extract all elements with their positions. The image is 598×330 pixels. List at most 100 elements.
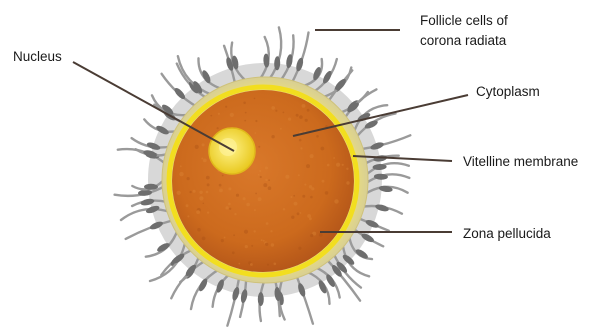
cytoplasm-granule [288, 118, 291, 121]
cytoplasm-granule [302, 104, 306, 108]
cytoplasm-granule [244, 230, 248, 234]
cytoplasm-granule [346, 181, 349, 184]
cytoplasm-granule [259, 170, 261, 172]
cytoplasm-granule [319, 233, 323, 237]
cytoplasm-granule [234, 213, 236, 215]
cytoplasm-granule [232, 251, 235, 254]
cytoplasm-granule [265, 167, 268, 170]
vitelline-membrane-label: Vitelline membrane [463, 154, 578, 169]
cytoplasm-granule [255, 132, 257, 134]
cytoplasm-granule [265, 179, 267, 181]
cytoplasm-granule [243, 197, 246, 200]
follicle-cells-label-line2: corona radiata [420, 33, 507, 48]
cytoplasm-granule [300, 212, 302, 214]
cytoplasm-granule [333, 157, 335, 159]
cytoplasm-granule [187, 215, 189, 217]
cytoplasm-granule [263, 183, 267, 187]
cytoplasm-granule [293, 195, 295, 197]
cytoplasm-granule [307, 214, 311, 218]
cytoplasm-granule [271, 106, 275, 110]
cytoplasm-granule [226, 206, 229, 209]
cytoplasm-granule [206, 176, 210, 180]
cytoplasm-granule [217, 127, 219, 129]
cytoplasm-granule [239, 263, 241, 265]
cytoplasm-granule [254, 98, 256, 100]
cytoplasm-granule [302, 195, 305, 198]
cytoplasm-granule [245, 112, 247, 114]
cytoplasm-granule [299, 139, 302, 142]
cytoplasm-granule [261, 239, 263, 241]
cytoplasm-granule [270, 230, 272, 232]
cytoplasm-granule [224, 237, 226, 239]
cytoplasm-granule [199, 191, 202, 194]
cytoplasm-granule [207, 183, 210, 186]
cytoplasm-granule [271, 135, 274, 138]
cytoplasm-label: Cytoplasm [476, 84, 540, 99]
cytoplasm-granule [283, 112, 285, 114]
cytoplasm-granule [186, 204, 189, 207]
cytoplasm-granule [291, 216, 294, 219]
cytoplasm-granule [228, 187, 231, 190]
cytoplasm-granule [275, 110, 277, 112]
cytoplasm-granule [334, 199, 338, 203]
cytoplasm-granule [336, 163, 340, 167]
cytoplasm-granule [304, 184, 306, 186]
cytoplasm-granule [246, 203, 250, 207]
cytoplasm-granule [179, 172, 183, 176]
cytoplasm-granule [206, 191, 209, 194]
zona-pellucida-label: Zona pellucida [463, 226, 551, 241]
cytoplasm-granule [267, 264, 269, 266]
cytoplasm-granule [225, 106, 227, 108]
cytoplasm-granule [199, 196, 203, 200]
cytoplasm-granule [342, 164, 344, 166]
cytoplasm-granule [203, 203, 205, 205]
cytoplasm-granule [201, 158, 203, 160]
cytoplasm-granule [258, 146, 260, 148]
cytoplasm-granule [255, 193, 257, 195]
cytoplasm-granule [219, 189, 223, 193]
follicle-cells-label-line1: Follicle cells of [420, 13, 508, 28]
cytoplasm-granule [296, 114, 299, 117]
cytoplasm-granule [310, 154, 314, 158]
cytoplasm-granule [254, 209, 256, 211]
cytoplasm [172, 90, 354, 272]
cytoplasm-granule [193, 190, 196, 193]
cytoplasm-granule [321, 147, 325, 151]
cytoplasm-granule [327, 164, 330, 167]
cytoplasm-granule [300, 147, 302, 149]
cytoplasm-granule [244, 120, 246, 122]
cytoplasm-granule [254, 230, 256, 232]
cytoplasm-granule [229, 208, 231, 210]
cytoplasm-granule [180, 165, 182, 167]
cytoplasm-granule [258, 174, 260, 176]
cytoplasm-granule [197, 228, 201, 232]
cytoplasm-granule [306, 164, 310, 168]
cytoplasm-granule [210, 115, 212, 117]
cytoplasm-granule [202, 143, 205, 146]
cytoplasm-granule [250, 263, 253, 266]
cytoplasm-granule [233, 234, 235, 236]
cytoplasm-granule [265, 243, 268, 246]
cytoplasm-granule [255, 120, 257, 122]
cytoplasm-granule [187, 177, 190, 180]
cytoplasm-granule [266, 222, 269, 225]
cytoplasm-granule [196, 210, 200, 214]
cytoplasm-granule [290, 196, 292, 198]
cytoplasm-granule [322, 180, 325, 183]
cytoplasm-granule [311, 187, 314, 190]
cytoplasm-granule [325, 191, 329, 195]
cytoplasm-granule [299, 115, 303, 119]
cytoplasm-granule [245, 245, 248, 248]
cytoplasm-granule [219, 184, 222, 187]
cytoplasm-granule [316, 135, 319, 138]
cytoplasm-granule [221, 239, 224, 242]
cytoplasm-granule [202, 237, 206, 241]
cytoplasm-granule [297, 212, 300, 215]
cytoplasm-granule [346, 168, 348, 170]
cytoplasm-granule [236, 194, 239, 197]
cytoplasm-granule [263, 240, 265, 242]
cytoplasm-granule [305, 119, 308, 122]
cytoplasm-granule [298, 174, 300, 176]
